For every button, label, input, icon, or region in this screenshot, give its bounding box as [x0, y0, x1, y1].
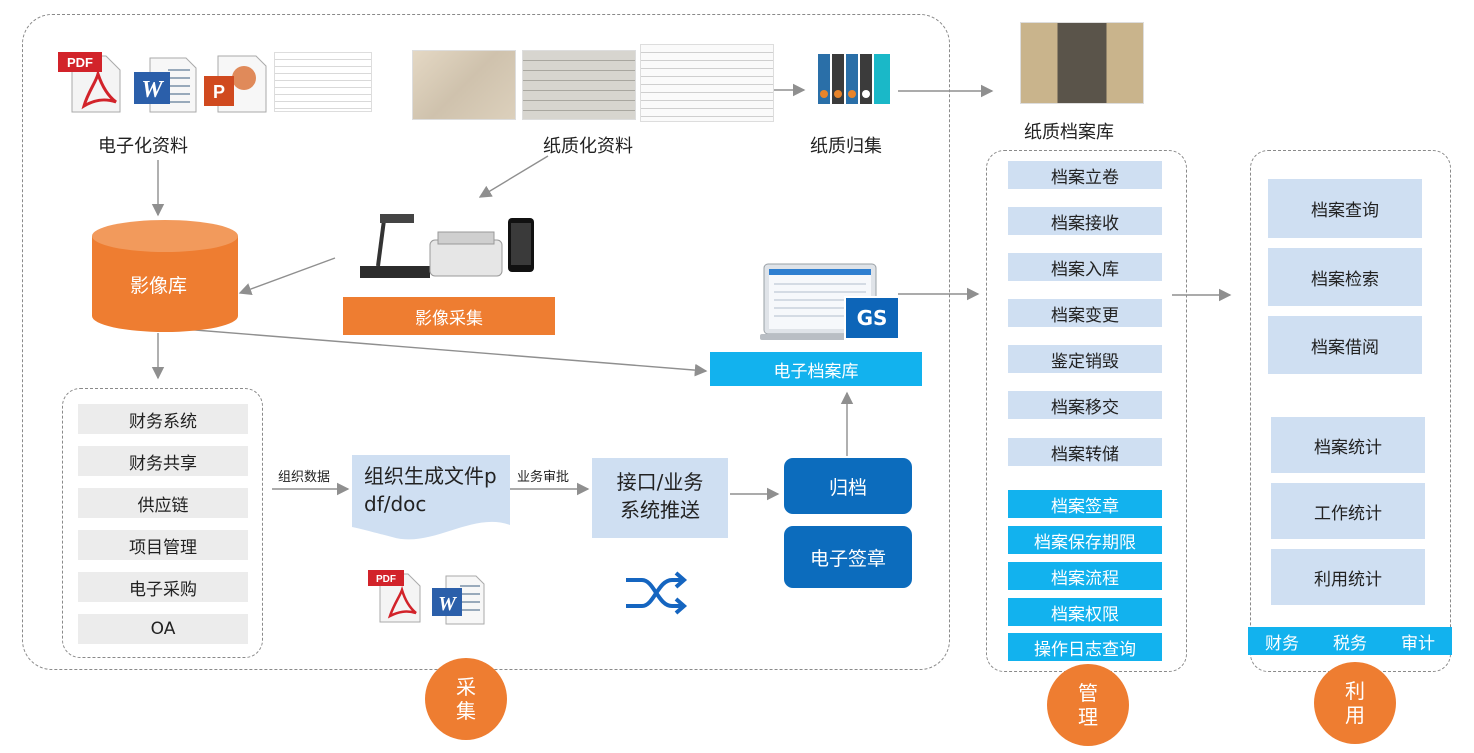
management-item-cyan[interactable]: 档案签章: [1008, 490, 1162, 518]
management-item-cyan[interactable]: 档案保存期限: [1008, 526, 1162, 554]
doc-generation-label: 组织生成文件pdf/doc: [364, 464, 497, 516]
collect-stage-char: 集: [456, 699, 476, 723]
interface-push-label: 接口/业务系统推送: [616, 470, 704, 522]
system-item: 项目管理: [78, 530, 248, 560]
management-item[interactable]: 档案接收: [1008, 207, 1162, 235]
archive-button[interactable]: 归档: [784, 458, 912, 514]
utilization-item[interactable]: 档案借阅: [1268, 316, 1422, 374]
word-icon-text: W: [141, 77, 164, 103]
paper-photo-3: [640, 44, 774, 122]
audit-tag: 审计: [1401, 633, 1435, 654]
utilization-bottom-bar: 财务 税务 审计: [1248, 627, 1452, 655]
electronic-docs-label: 电子化资料: [98, 136, 188, 157]
management-item[interactable]: 档案入库: [1008, 253, 1162, 281]
management-item[interactable]: 鉴定销毁: [1008, 345, 1162, 373]
paper-docs-label: 纸质化资料: [543, 136, 633, 157]
utilization-item[interactable]: 档案查询: [1268, 179, 1422, 238]
pdf-icon-text: PDF: [376, 574, 396, 585]
use-stage-char: 利: [1345, 679, 1365, 703]
pdf-file-icon: PDF: [368, 570, 422, 624]
collect-stage-badge: 采 集: [425, 658, 507, 740]
management-item-cyan[interactable]: 操作日志查询: [1008, 633, 1162, 661]
collect-stage-char: 采: [456, 675, 476, 699]
management-item[interactable]: 档案变更: [1008, 299, 1162, 327]
shuffle-icon: [624, 570, 690, 616]
systems-frame: [62, 388, 263, 658]
utilization-item[interactable]: 工作统计: [1271, 483, 1425, 539]
ppt-icon-text: P: [213, 82, 225, 102]
image-capture-bar: 影像采集: [343, 297, 555, 335]
management-item[interactable]: 档案移交: [1008, 391, 1162, 419]
gs-logo: GS: [844, 296, 900, 340]
system-item: 供应链: [78, 488, 248, 518]
image-library-cylinder: [92, 220, 238, 332]
management-item[interactable]: 档案立卷: [1008, 161, 1162, 189]
utilization-item[interactable]: 利用统计: [1271, 549, 1425, 605]
system-item: 电子采购: [78, 572, 248, 602]
image-library-label: 影像库: [130, 275, 188, 297]
paper-archive-photo: [1020, 22, 1144, 104]
biz-review-label: 业务审批: [517, 470, 570, 485]
word-file-icon: W: [430, 574, 486, 626]
pdf-icon-text: PDF: [67, 55, 93, 70]
management-item-cyan[interactable]: 档案流程: [1008, 562, 1162, 590]
pdf-file-icon: PDF: [58, 52, 124, 114]
manage-stage-badge: 管 理: [1047, 664, 1129, 746]
binders-icon: [816, 52, 892, 106]
use-stage-badge: 利 用: [1314, 662, 1396, 744]
e-archive-bar: 电子档案库: [710, 352, 922, 386]
word-file-icon: W: [132, 56, 198, 114]
management-item-cyan[interactable]: 档案权限: [1008, 598, 1162, 626]
system-item: 财务系统: [78, 404, 248, 434]
ppt-file-icon: P: [204, 54, 268, 114]
manage-stage-char: 理: [1078, 705, 1098, 729]
management-item[interactable]: 档案转储: [1008, 438, 1162, 466]
paper-photo-2: [522, 50, 636, 120]
tax-tag: 税务: [1333, 633, 1367, 654]
scanner-devices-icon: [356, 210, 540, 282]
finance-tag: 财务: [1265, 633, 1299, 654]
doc-generation-shape: [352, 455, 510, 541]
laptop-icon: [760, 262, 880, 342]
paper-collect-label: 纸质归集: [810, 136, 882, 157]
utilization-item[interactable]: 档案检索: [1268, 248, 1422, 306]
paper-photo-1: [412, 50, 516, 120]
system-item: 财务共享: [78, 446, 248, 476]
interface-push-box: [592, 458, 728, 538]
utilization-item[interactable]: 档案统计: [1271, 417, 1425, 473]
use-stage-char: 用: [1345, 703, 1365, 727]
manage-stage-char: 管: [1078, 681, 1098, 705]
paper-archive-label: 纸质档案库: [1024, 122, 1114, 143]
e-signature-button[interactable]: 电子签章: [784, 526, 912, 588]
org-data-label: 组织数据: [278, 470, 331, 485]
invoice-image: [274, 52, 372, 112]
system-item: OA: [78, 614, 248, 644]
word-icon-text: W: [438, 593, 457, 615]
